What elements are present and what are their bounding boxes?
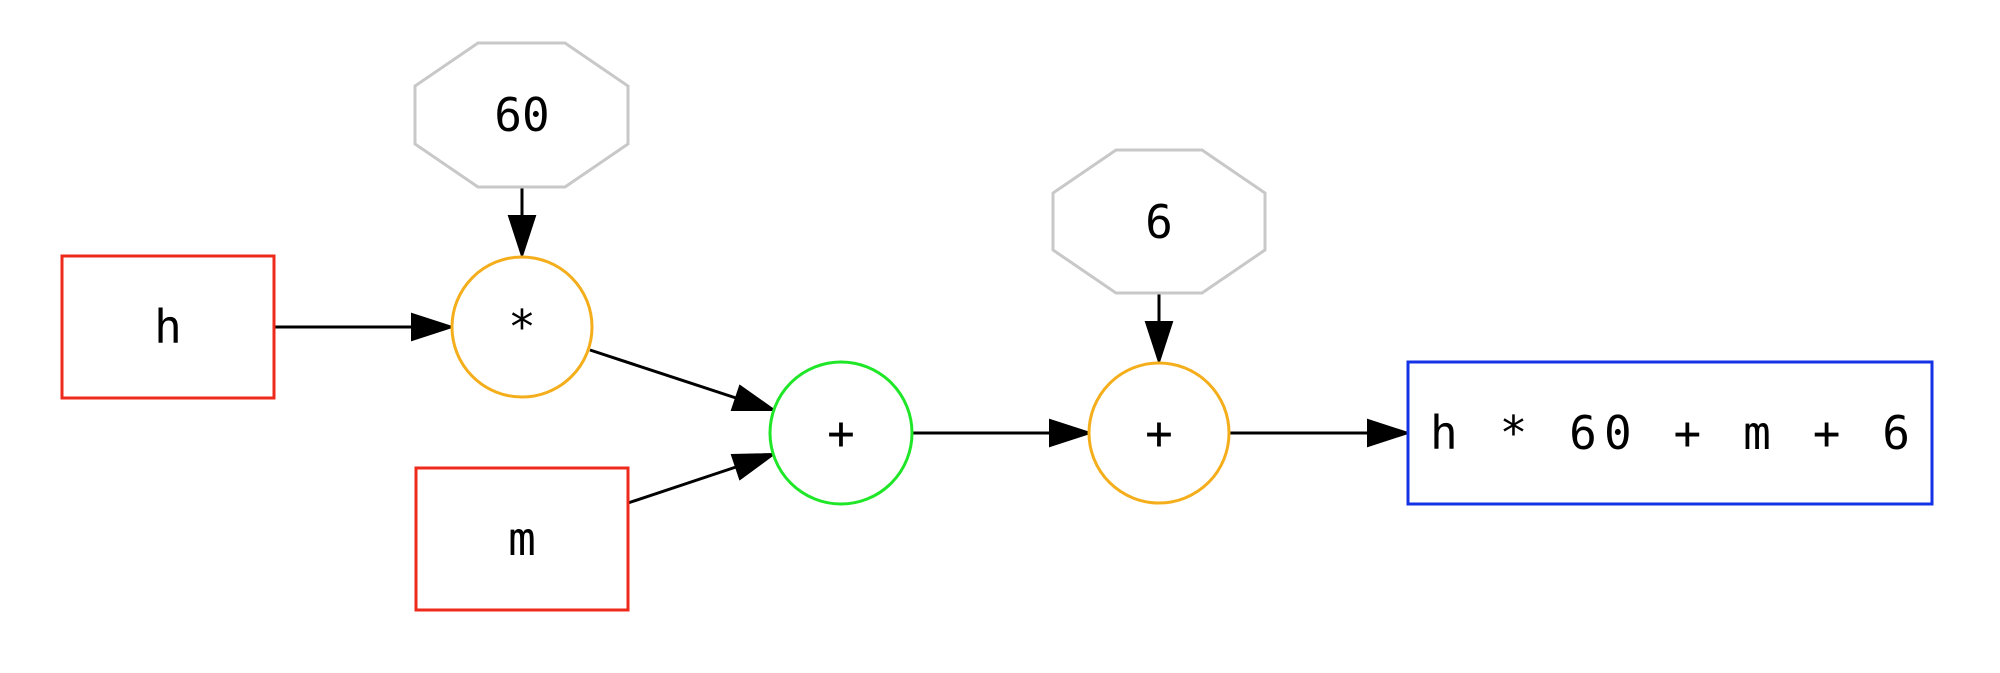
edge-add1-to-add2 (912, 418, 1094, 448)
edge-mul-to-add1 (589, 348, 778, 411)
node-const-6: 6 (1051, 148, 1267, 295)
edge-h-to-mul (274, 312, 456, 342)
node-add-first: + (768, 360, 914, 506)
node-m-box (414, 466, 630, 612)
node-add-first-circle (768, 360, 914, 506)
edge-60-to-mul (507, 187, 537, 260)
edge-m-to-add1 (627, 452, 778, 505)
node-h-box (60, 254, 276, 400)
node-output: h * 60 + m + 6 (1406, 360, 1934, 506)
node-const-6-label: 6 (1145, 195, 1173, 249)
node-multiply-label: * (508, 300, 536, 354)
node-const-60-label: 60 (494, 88, 549, 142)
node-h: h (60, 254, 276, 400)
node-m-label: m (508, 512, 536, 566)
node-add-first-label: + (827, 406, 855, 460)
node-multiply-circle (450, 255, 594, 399)
node-add-second: + (1087, 361, 1231, 505)
node-multiply: * (450, 255, 594, 399)
edge-add2-to-output (1230, 418, 1412, 448)
node-h-label: h (154, 300, 182, 354)
node-add-second-circle (1087, 361, 1231, 505)
node-output-box (1406, 360, 1934, 506)
edge-6-to-add2 (1144, 293, 1174, 366)
node-m: m (414, 466, 630, 612)
node-const-6-octagon (1051, 148, 1267, 295)
node-const-60-octagon (413, 41, 630, 189)
node-add-second-label: + (1145, 406, 1173, 460)
node-const-60: 60 (413, 41, 630, 189)
